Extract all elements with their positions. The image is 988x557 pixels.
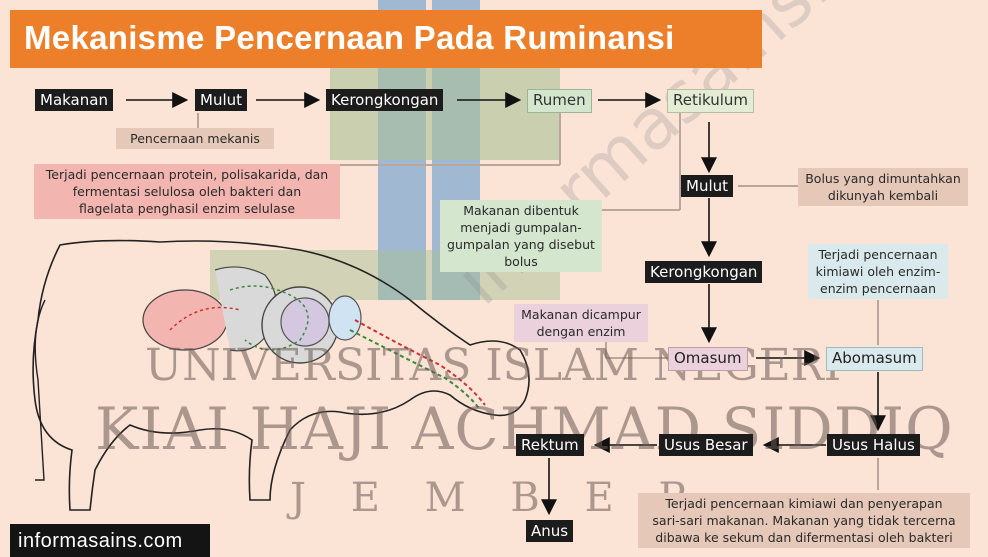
footer-brand: informasains.com (10, 524, 210, 557)
node-usus-besar: Usus Besar (659, 434, 753, 456)
note-omasum-line1: Makanan dicampur (514, 306, 648, 323)
footer-site-name: informasains.com (18, 530, 183, 553)
note-omasum-line2: dengan enzim (514, 323, 648, 340)
note-omasum: Makanan dicampur dengan enzim (514, 304, 648, 342)
note-pencernaan-mekanis: Pencernaan mekanis (116, 128, 274, 149)
note-rumen-line3: flagelata penghasil enzim selulase (34, 200, 340, 217)
node-mulut-1: Mulut (195, 89, 247, 111)
node-anus: Anus (526, 520, 573, 542)
note-rumen-line1: Terjadi pencernaan protein, polisakarida… (34, 166, 340, 183)
note-abomasum: Terjadi pencernaan kimiawi oleh enzim- e… (808, 244, 948, 299)
note-rumen: Terjadi pencernaan protein, polisakarida… (34, 164, 340, 219)
title-banner: Mekanisme Pencernaan Pada Ruminansi (10, 10, 762, 68)
note-usus-line3: dibawa ke sekum dan difermentasi oleh ba… (638, 529, 970, 546)
node-mulut-2: Mulut (681, 175, 733, 197)
note-retikulum-line2: menjadi gumpalan- (440, 219, 602, 236)
note-usus-line1: Terjadi pencernaan kimiawi dan penyerapa… (638, 495, 970, 512)
page-title: Mekanisme Pencernaan Pada Ruminansi (24, 19, 675, 57)
note-retikulum-line1: Makanan dibentuk (440, 202, 602, 219)
note-abomasum-line3: enzim pencernaan (808, 280, 948, 297)
note-rumen-line2: fermentasi selulosa oleh bakteri dan (34, 183, 340, 200)
note-retikulum-line4: bolus (440, 253, 602, 270)
node-kerongkongan-1: Kerongkongan (326, 89, 443, 111)
node-usus-halus: Usus Halus (827, 434, 920, 456)
note-bolus: Bolus yang dimuntahkan dikunyah kembali (798, 168, 968, 206)
node-rumen: Rumen (527, 89, 592, 113)
node-rektum: Rektum (516, 434, 584, 456)
note-bolus-line1: Bolus yang dimuntahkan (798, 170, 968, 187)
note-pencernaan-mekanis-text: Pencernaan mekanis (130, 131, 260, 146)
node-retikulum: Retikulum (667, 89, 754, 113)
node-kerongkongan-2: Kerongkongan (645, 261, 762, 283)
note-usus: Terjadi pencernaan kimiawi dan penyerapa… (638, 493, 970, 548)
note-abomasum-line2: kimiawi oleh enzim- (808, 263, 948, 280)
note-bolus-line2: dikunyah kembali (798, 187, 968, 204)
node-omasum: Omasum (668, 347, 748, 371)
note-usus-line2: sari-sari makanan. Makanan yang tidak te… (638, 512, 970, 529)
node-makanan: Makanan (35, 89, 113, 111)
note-abomasum-line1: Terjadi pencernaan (808, 246, 948, 263)
note-retikulum-line3: gumpalan yang disebut (440, 236, 602, 253)
node-abomasum: Abomasum (826, 347, 923, 371)
note-retikulum: Makanan dibentuk menjadi gumpalan- gumpa… (440, 200, 602, 272)
